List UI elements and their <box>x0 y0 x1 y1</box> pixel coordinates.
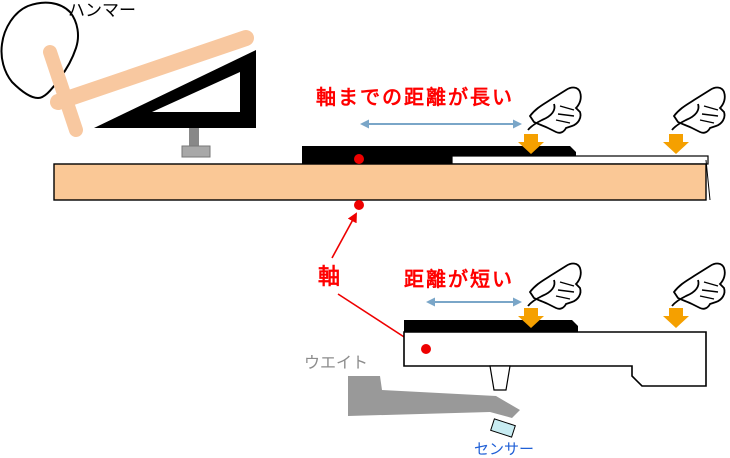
sensor-block <box>490 418 516 438</box>
upper-key-wood <box>53 163 707 201</box>
pivot-dot-lower-key <box>421 344 431 354</box>
lower-key-black-top <box>404 320 578 332</box>
hand-pointing-icon-lower-1 <box>527 262 582 310</box>
long-distance-label: 軸までの距離が長い <box>316 85 514 109</box>
hammer-shank <box>43 30 254 137</box>
pivot-dot-upper-key <box>354 154 364 164</box>
short-distance-label: 距離が短い <box>404 267 514 291</box>
hand-pointing-icon-upper-1 <box>527 86 582 134</box>
hand-pointing-icon-upper-2 <box>671 86 726 134</box>
weight-label: ウエイト <box>304 353 368 372</box>
lower-key-body <box>403 331 707 387</box>
axis-arrow-up <box>331 212 357 259</box>
hammer-catcher <box>94 50 256 158</box>
orange-down-arrow-icon-lower-2 <box>663 308 689 328</box>
pivot-dot-axis <box>354 200 364 210</box>
axis-label: 軸 <box>318 264 340 290</box>
hand-pointing-icon-lower-2 <box>671 262 726 310</box>
weight-lever <box>348 376 520 418</box>
sensor-label: センサー <box>474 440 534 458</box>
weight-post <box>489 365 511 391</box>
hammer-label: ハンマー <box>68 1 136 21</box>
orange-down-arrow-icon-upper-2 <box>663 134 689 154</box>
